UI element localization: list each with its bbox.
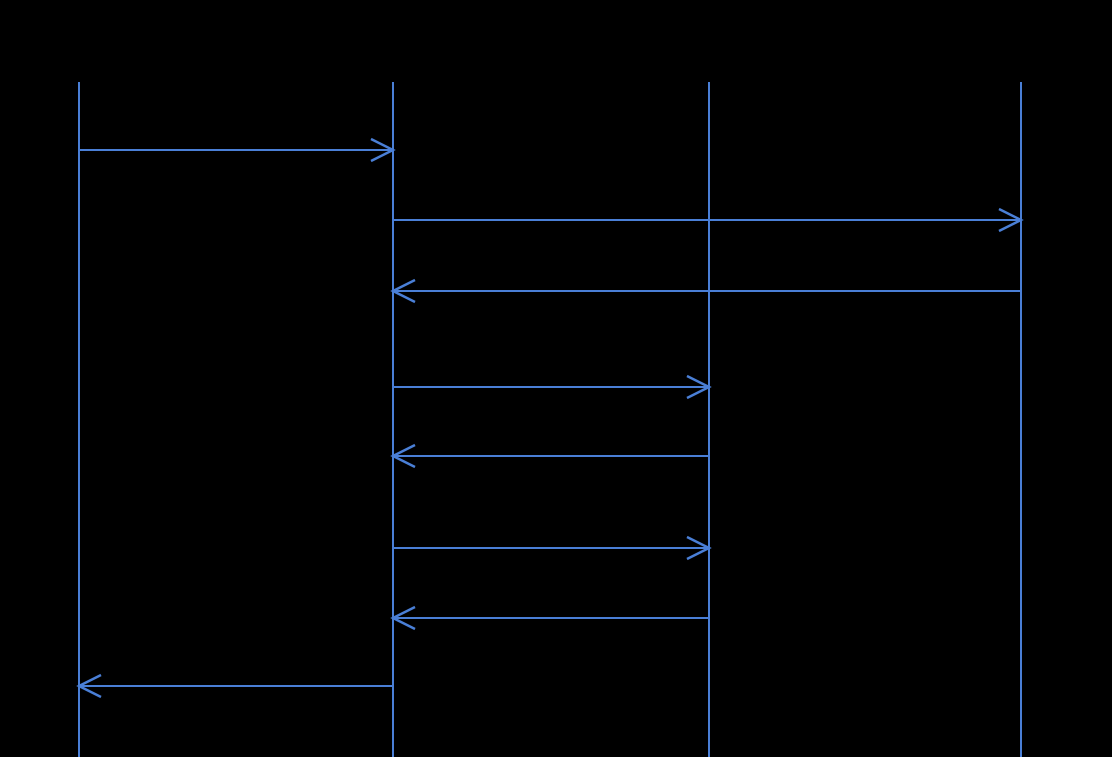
message-6 <box>393 535 712 561</box>
message-arrowhead-3 <box>390 278 416 304</box>
message-arrowhead-1 <box>370 137 396 163</box>
message-arrowhead-7 <box>390 605 416 631</box>
message-2 <box>393 207 1024 233</box>
message-arrowhead-5 <box>390 443 416 469</box>
message-5 <box>390 443 709 469</box>
messages-group <box>76 137 1024 699</box>
message-arrowhead-2 <box>998 207 1024 233</box>
message-arrowhead-4 <box>686 374 712 400</box>
message-4 <box>393 374 712 400</box>
message-3 <box>390 278 1021 304</box>
message-arrowhead-8 <box>76 673 102 699</box>
message-7 <box>390 605 709 631</box>
lifelines-group <box>78 82 1022 757</box>
message-1 <box>79 137 396 163</box>
message-arrowhead-6 <box>686 535 712 561</box>
message-8 <box>76 673 393 699</box>
